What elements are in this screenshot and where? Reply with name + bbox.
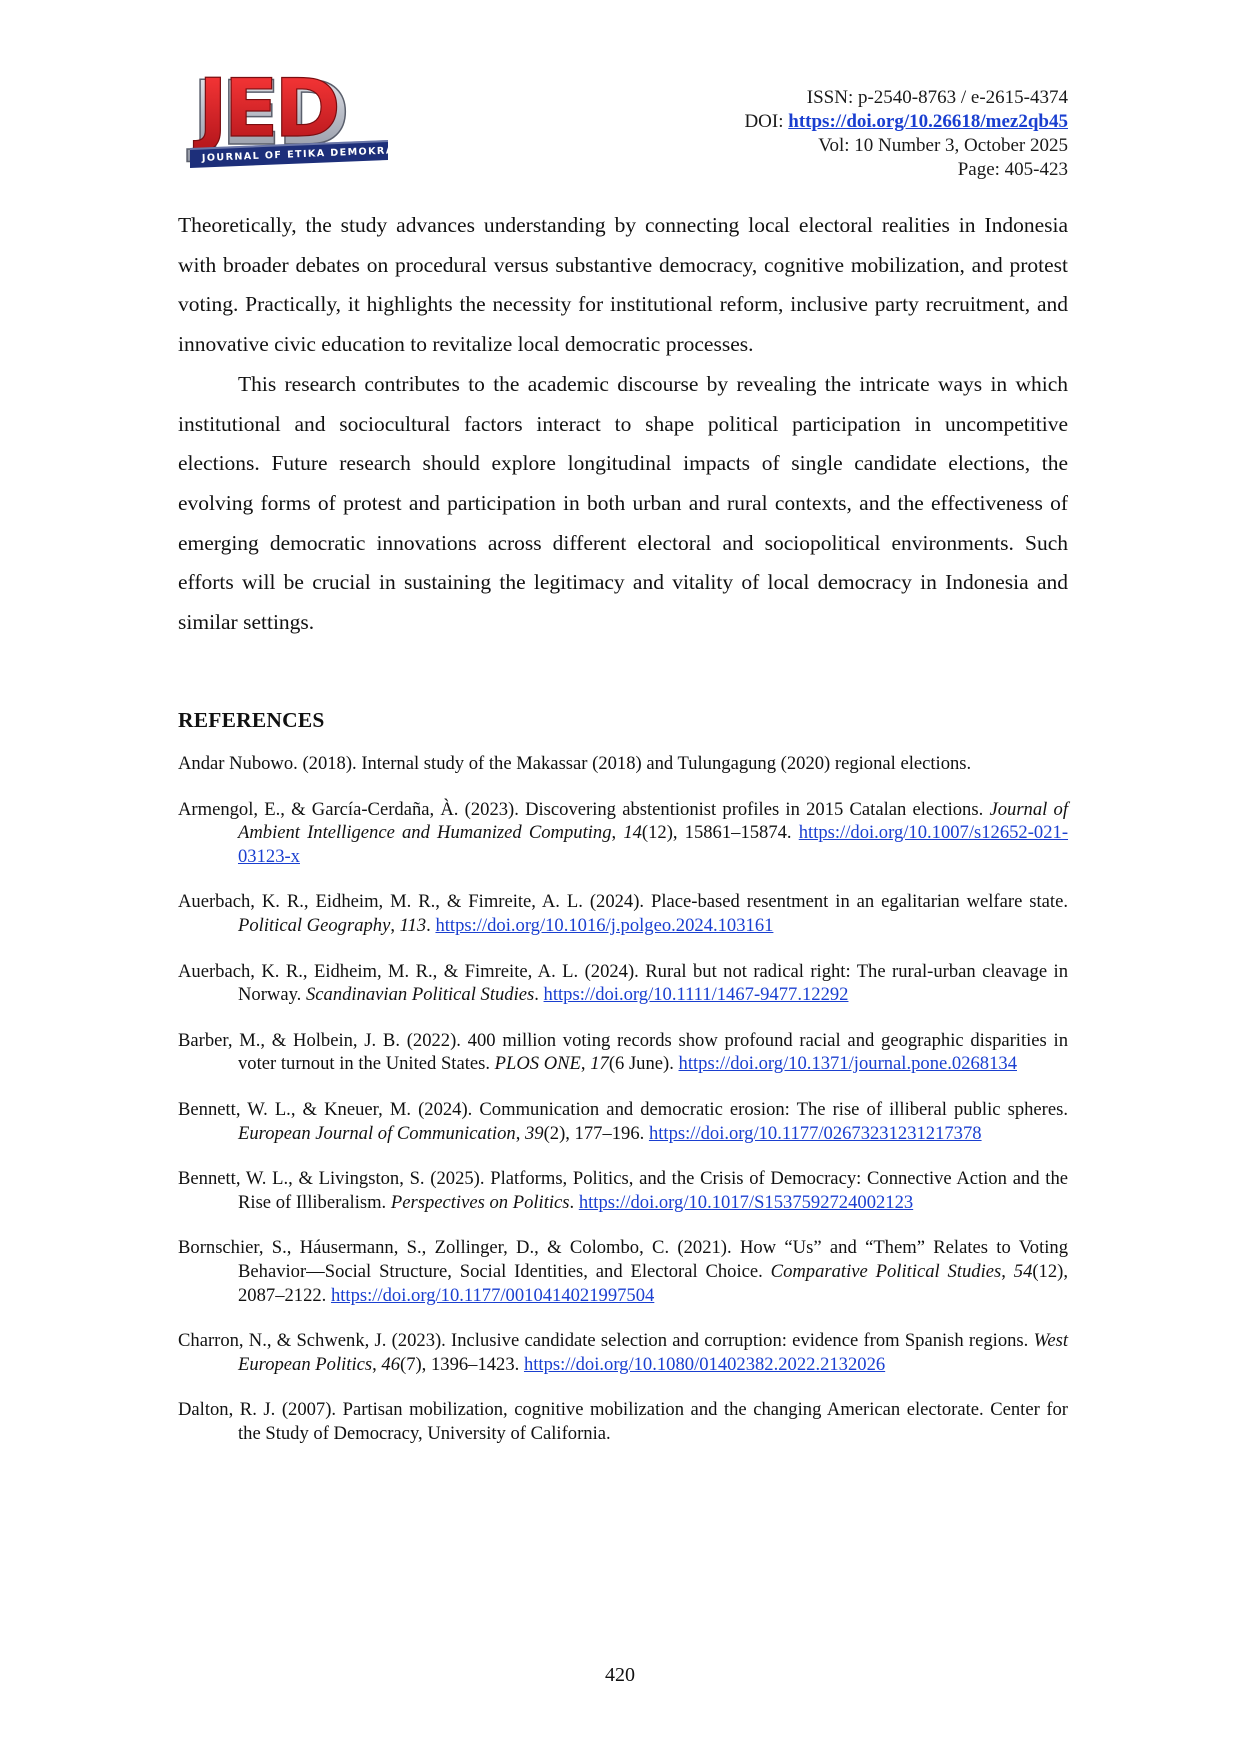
doi-label: DOI: — [744, 111, 789, 132]
reference-item: Andar Nubowo. (2018). Internal study of … — [178, 753, 972, 774]
reference-volume: 113 — [399, 914, 427, 936]
body-paragraph: This research contributes to the academi… — [178, 371, 1068, 635]
reference-item: Bornschier, S., Háusermann, S., Zollinge… — [178, 1236, 1068, 1307]
reference-doi-link[interactable]: https://doi.org/10.1177/0010414021997504 — [330, 1284, 655, 1306]
reference-volume: 14 — [623, 822, 642, 844]
reference-separator: , — [1001, 1260, 1014, 1282]
reference-doi-link[interactable]: https://doi.org/10.1017/S153759272400212… — [578, 1191, 914, 1213]
reference-journal: Political Geography — [238, 914, 391, 936]
reference-citation: Auerbach, K. R., Eidheim, M. R., & Fimre… — [178, 891, 1068, 913]
reference-journal: Scandinavian Political Studies — [305, 984, 535, 1006]
reference-citation: Bennett, W. L., & Kneuer, M. (2024). Com… — [178, 1098, 1068, 1120]
reference-issue-pages: (7), 1396–1423. — [400, 1353, 524, 1375]
reference-item: Barber, M., & Holbein, J. B. (2022). 400… — [178, 1029, 1068, 1076]
reference-volume: 39 — [524, 1122, 544, 1144]
reference-citation: Bornschier, S., Háusermann, S., Zollinge… — [178, 1237, 1068, 1282]
reference-separator: , — [390, 914, 400, 936]
page-range-line: Page: 405-423 — [957, 159, 1068, 180]
reference-journal: European Journal of Communication — [238, 1122, 516, 1144]
reference-separator: , — [372, 1353, 382, 1375]
reference-issue-pages: . — [426, 914, 436, 936]
reference-list: Andar Nubowo. (2018). Internal study of … — [178, 752, 1068, 1467]
reference-citation: Charron, N., & Schwenk, J. (2023). Inclu… — [178, 1330, 1034, 1352]
reference-journal: PLOS ONE — [494, 1053, 581, 1075]
reference-item: Dalton, R. J. (2007). Partisan mobilizat… — [178, 1399, 1068, 1444]
reference-citation: Armengol, E., & García-Cerdaña, À. (2023… — [178, 798, 990, 820]
doi-link[interactable]: https://doi.org/10.26618/mez2qb45 — [788, 111, 1068, 132]
reference-issue-pages: (6 June). — [608, 1053, 679, 1075]
reference-separator: , — [611, 822, 624, 844]
reference-separator: , — [515, 1122, 525, 1144]
reference-citation: Auerbach, K. R., Eidheim, M. R., & Fimre… — [178, 960, 1068, 1006]
reference-item: Auerbach, K. R., Eidheim, M. R., & Fimre… — [178, 960, 1068, 1007]
reference-separator: . — [569, 1191, 579, 1213]
reference-citation: Bennett, W. L., & Livingston, S. (2025).… — [178, 1168, 1068, 1213]
reference-citation: Barber, M., & Holbein, J. B. (2022). 400… — [178, 1029, 1068, 1075]
reference-doi-link[interactable]: https://doi.org/10.1016/j.polgeo.2024.10… — [435, 914, 774, 936]
reference-doi-link[interactable]: https://doi.org/10.1111/1467-9477.12292 — [543, 984, 849, 1006]
page-number: 420 — [605, 1664, 635, 1686]
reference-doi-link[interactable]: https://doi.org/10.1080/01402382.2022.21… — [523, 1353, 886, 1375]
references-heading: REFERENCES — [178, 708, 325, 732]
reference-separator: , — [580, 1053, 591, 1075]
reference-item: Charron, N., & Schwenk, J. (2023). Inclu… — [178, 1329, 1068, 1376]
reference-doi-link[interactable]: https://doi.org/10.1007/s12652-021-03123… — [238, 822, 1069, 867]
reference-issue-pages: (12), 15861–15874. — [641, 822, 799, 844]
reference-issue-pages: (12), 2087–2122. — [238, 1260, 1068, 1306]
reference-doi-link[interactable]: https://doi.org/10.1371/journal.pone.026… — [678, 1053, 1017, 1075]
jed-journal-logo: JED JED JOURNAL OF ETIKA DEMOKRASI — [186, 62, 392, 168]
reference-doi-link[interactable]: https://doi.org/10.1177/0267323123121737… — [648, 1122, 982, 1144]
journal-metadata: ISSN: p-2540-8763 / e-2615-4374 DOI: htt… — [744, 86, 1068, 182]
reference-item: Bennett, W. L., & Kneuer, M. (2024). Com… — [178, 1098, 1068, 1145]
svg-text:JED: JED — [193, 62, 337, 155]
reference-item: Auerbach, K. R., Eidheim, M. R., & Fimre… — [178, 890, 1068, 937]
reference-volume: 54 — [1013, 1260, 1033, 1282]
reference-separator: . — [534, 984, 544, 1006]
reference-volume: 17 — [590, 1053, 609, 1075]
reference-item: Bennett, W. L., & Livingston, S. (2025).… — [178, 1167, 1068, 1214]
reference-journal: West European Politics — [238, 1330, 1068, 1375]
body-paragraph: Theoretically, the study advances unders… — [178, 213, 1068, 357]
reference-issue-pages: (2), 177–196. — [543, 1122, 649, 1144]
reference-volume: 46 — [381, 1353, 400, 1375]
reference-journal: Perspectives on Politics — [390, 1191, 570, 1213]
doi-line: DOI: https://doi.org/10.26618/mez2qb45 — [744, 110, 1068, 134]
body-text: Theoretically, the study advances unders… — [178, 206, 1068, 643]
issn-line: ISSN: p-2540-8763 / e-2615-4374 — [806, 87, 1068, 108]
reference-journal: Journal of Ambient Intelligence and Huma… — [238, 798, 1068, 844]
reference-journal: Comparative Political Studies — [770, 1260, 1002, 1282]
volume-line: Vol: 10 Number 3, October 2025 — [818, 135, 1068, 156]
reference-item: Armengol, E., & García-Cerdaña, À. (2023… — [178, 798, 1068, 869]
